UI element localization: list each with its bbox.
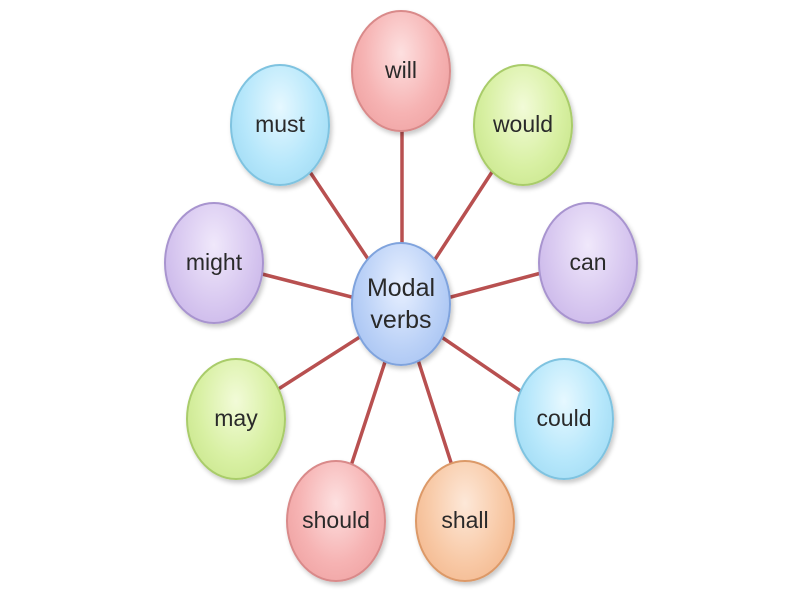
node-could: could [514, 358, 614, 480]
node-could-label: could [536, 405, 592, 432]
node-must-label: must [255, 111, 305, 138]
node-will: will [351, 10, 451, 132]
node-would: would [473, 64, 573, 186]
node-would-label: would [492, 111, 554, 138]
node-may: may [186, 358, 286, 480]
center-line-1: Modal [366, 273, 436, 302]
node-can-label: can [569, 249, 607, 276]
node-will-label: will [385, 57, 417, 84]
node-can: can [538, 202, 638, 324]
node-must: must [230, 64, 330, 186]
node-should-label: should [302, 507, 370, 534]
node-may-label: may [214, 405, 258, 432]
node-should: should [286, 460, 386, 582]
node-might-label: might [185, 249, 243, 276]
center-node-text: Modal verbs [367, 272, 435, 337]
center-node-modal-verbs: Modal verbs [351, 242, 451, 366]
node-might: might [164, 202, 264, 324]
center-line-2: verbs [370, 306, 432, 334]
node-shall: shall [415, 460, 515, 582]
node-shall-label: shall [441, 507, 489, 534]
